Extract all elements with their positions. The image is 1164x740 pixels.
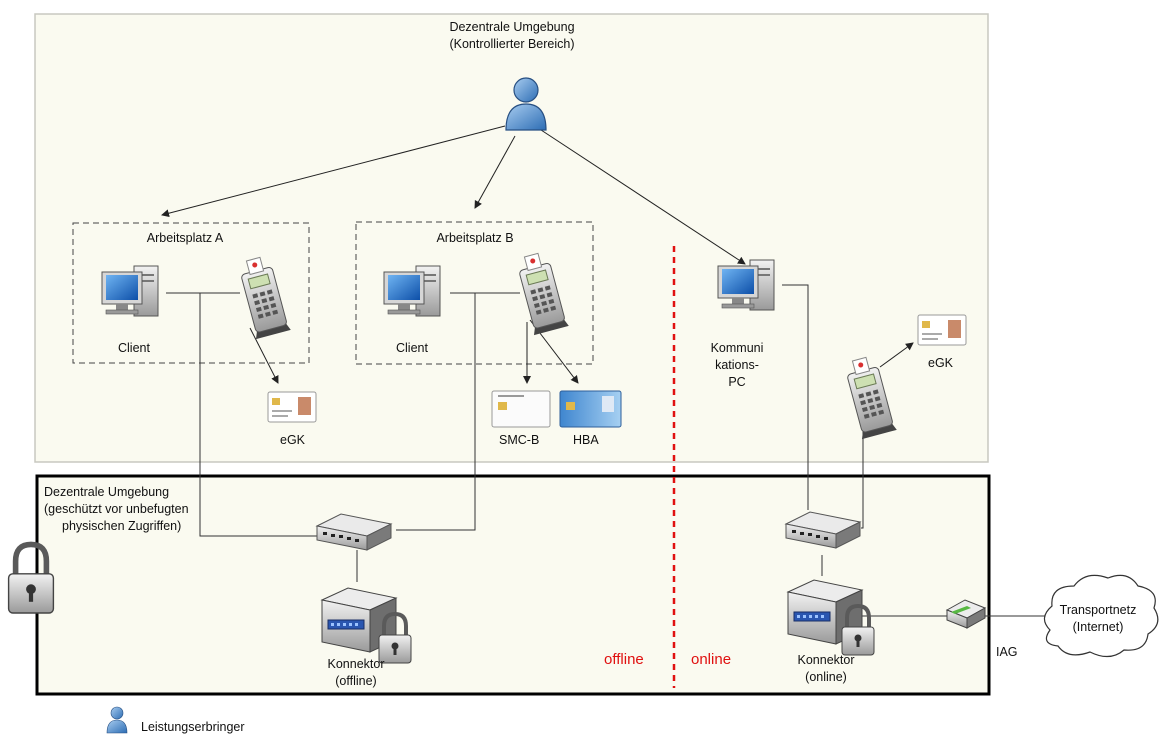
- legend-label: Leistungserbringer: [141, 720, 245, 734]
- comm-pc-label-3: PC: [728, 375, 745, 389]
- comm-pc-label-2: kations-: [715, 358, 759, 372]
- konnektor-online-label-2: (online): [805, 670, 847, 684]
- upper-zone-title-1: Dezentrale Umgebung: [449, 20, 574, 34]
- workplace-a-label: Arbeitsplatz A: [147, 231, 224, 245]
- lower-zone-title-3: physischen Zugriffen): [62, 519, 181, 533]
- lower-zone-title-2: (geschützt vor unbefugten: [44, 502, 189, 516]
- lock-zone-icon: [9, 544, 54, 613]
- hba-label: HBA: [573, 433, 599, 447]
- online-label: online: [691, 651, 731, 668]
- upper-zone-title-2: (Kontrollierter Bereich): [449, 37, 574, 51]
- client-a-label: Client: [118, 341, 150, 355]
- lower-zone-title-1: Dezentrale Umgebung: [44, 485, 169, 499]
- offline-label: offline: [604, 651, 644, 668]
- comm-pc-label-1: Kommuni: [711, 341, 764, 355]
- smcb-label: SMC-B: [499, 433, 539, 447]
- konnektor-offline-label-1: Konnektor: [328, 657, 385, 671]
- upper-zone: [34, 13, 989, 463]
- internet-cloud-icon: [1043, 574, 1159, 658]
- network-label-1: Transportnetz: [1060, 603, 1137, 617]
- konnektor-offline-label-2: (offline): [335, 674, 376, 688]
- network-label-2: (Internet): [1073, 620, 1124, 634]
- smcb-card-icon: [491, 390, 551, 428]
- egk-online-label: eGK: [928, 356, 954, 370]
- arrows: [161, 125, 914, 384]
- hba-card-icon: [559, 390, 622, 428]
- konnektor-online-label-1: Konnektor: [798, 653, 855, 667]
- egk-card-a-icon: [267, 391, 317, 423]
- client-b-label: Client: [396, 341, 428, 355]
- workplace-a-box: [72, 222, 310, 364]
- legend-user-icon: [106, 706, 128, 734]
- egk-a-label: eGK: [280, 433, 306, 447]
- connection-lines: [166, 284, 1048, 617]
- iag-label: IAG: [996, 645, 1018, 659]
- workplace-b-label: Arbeitsplatz B: [436, 231, 513, 245]
- egk-card-online-icon: [917, 314, 967, 346]
